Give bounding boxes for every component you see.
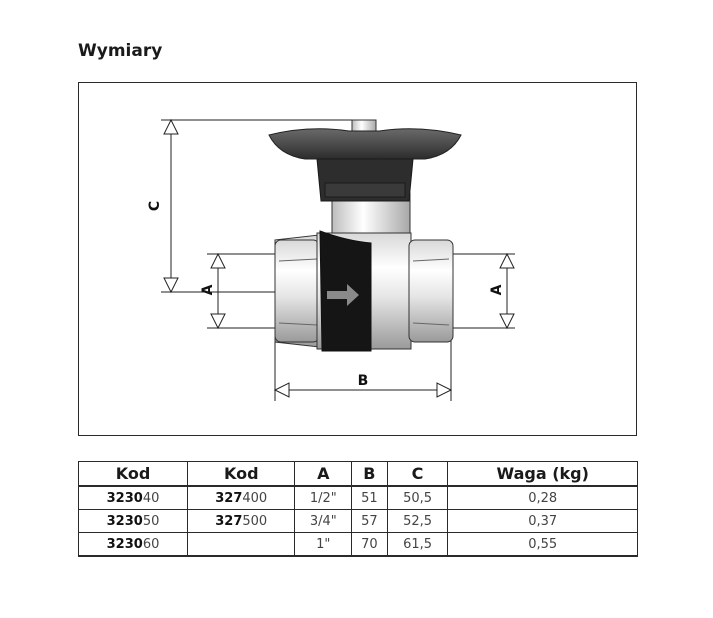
label-b: B bbox=[358, 373, 369, 389]
table-row: 323040 327400 1/2" 51 50,5 0,28 bbox=[77, 485, 638, 510]
cell-kod2 bbox=[187, 532, 296, 557]
valve-dimension-drawing: C A A B bbox=[78, 82, 637, 436]
cell-kod1: 323040 bbox=[77, 485, 189, 510]
header-a: A bbox=[294, 461, 353, 487]
a-left-arrow-bottom bbox=[210, 313, 226, 330]
cell-b: 57 bbox=[351, 509, 388, 533]
butterfly-handle bbox=[268, 119, 462, 202]
a-right-arrow-bottom bbox=[499, 313, 515, 330]
cell-kod1: 323060 bbox=[77, 532, 189, 557]
table-header-row: Kod Kod A B C Waga (kg) bbox=[77, 461, 638, 487]
flow-arrow-icon bbox=[327, 284, 359, 306]
a-left-arrow-top bbox=[210, 252, 226, 269]
cell-kod1: 323050 bbox=[77, 509, 189, 533]
cell-c: 61,5 bbox=[386, 532, 449, 557]
cell-waga: 0,28 bbox=[447, 485, 638, 510]
cell-a: 3/4" bbox=[294, 509, 353, 533]
header-kod-2: Kod bbox=[187, 461, 296, 487]
valve-svg: C A A B bbox=[147, 118, 515, 401]
section-title: Wymiary bbox=[78, 41, 163, 61]
cell-a: 1" bbox=[294, 532, 353, 557]
header-waga: Waga (kg) bbox=[447, 461, 638, 487]
label-a-left: A bbox=[200, 284, 216, 295]
header-kod-1: Kod bbox=[77, 461, 189, 487]
table-row: 323060 1" 70 61,5 0,55 bbox=[77, 532, 638, 557]
cell-waga: 0,37 bbox=[447, 509, 638, 533]
cell-b: 51 bbox=[351, 485, 388, 510]
c-arrow-top bbox=[163, 118, 179, 135]
right-end-fitting bbox=[408, 239, 454, 343]
cell-kod2: 327400 bbox=[187, 485, 296, 510]
cell-b: 70 bbox=[351, 532, 388, 557]
header-c: C bbox=[386, 461, 449, 487]
table-row: 323050 327500 3/4" 57 52,5 0,37 bbox=[77, 509, 638, 533]
valve-body bbox=[274, 192, 454, 352]
handle-nut bbox=[351, 119, 377, 133]
header-b: B bbox=[351, 461, 388, 487]
label-a-right: A bbox=[489, 284, 505, 295]
label-c: C bbox=[147, 201, 163, 211]
cell-kod2: 327500 bbox=[187, 509, 296, 533]
b-arrow-left bbox=[273, 382, 290, 398]
c-arrow-bottom bbox=[163, 277, 179, 294]
dimension-table: Kod Kod A B C Waga (kg) 323040 327400 1/… bbox=[77, 461, 638, 557]
cell-c: 52,5 bbox=[386, 509, 449, 533]
b-arrow-right bbox=[436, 382, 453, 398]
cell-waga: 0,55 bbox=[447, 532, 638, 557]
cell-a: 1/2" bbox=[294, 485, 353, 510]
a-right-arrow-top bbox=[499, 252, 515, 269]
cell-c: 50,5 bbox=[386, 485, 449, 510]
